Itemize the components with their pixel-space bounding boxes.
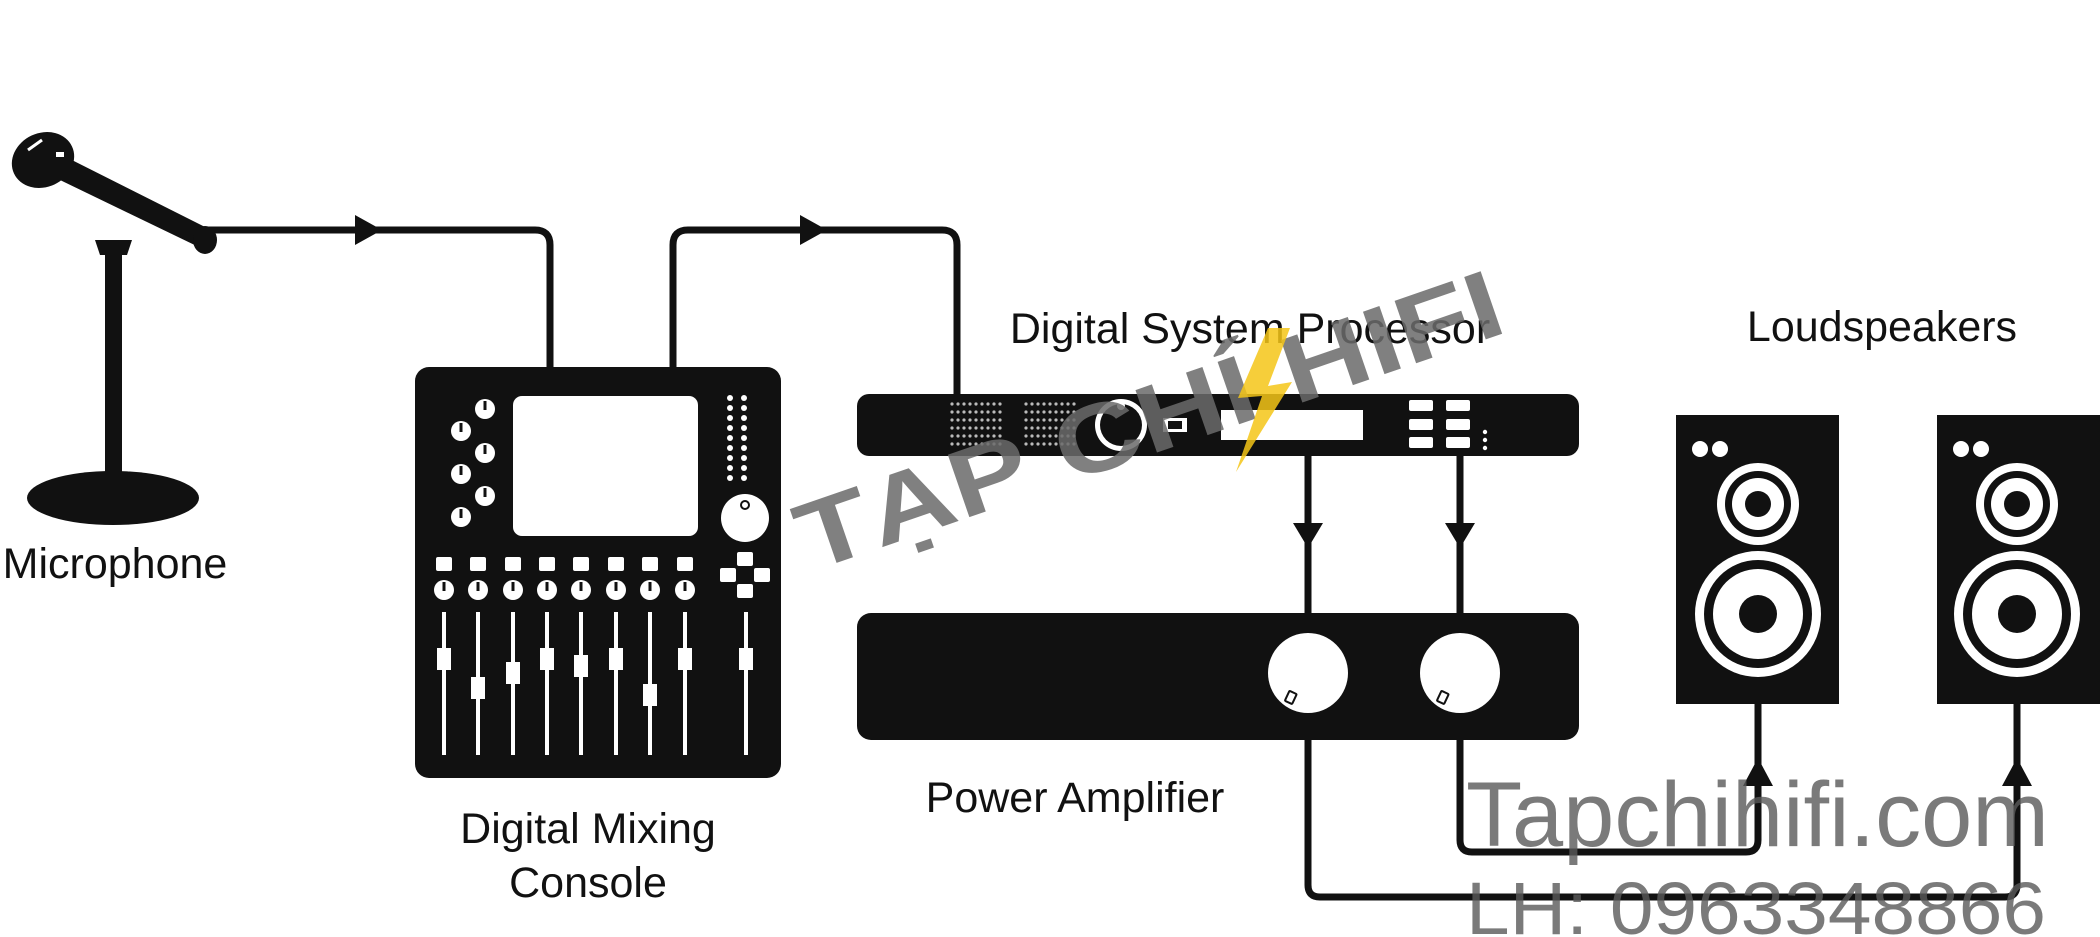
arrow-right-icon <box>355 215 382 245</box>
mixing-console-icon <box>415 367 781 778</box>
lightning-bolt-icon <box>1236 328 1292 472</box>
cable-amp-to-speaker-2 <box>1304 704 2021 901</box>
mixer-screen <box>513 396 698 536</box>
loudspeakers-label: Loudspeakers <box>1747 303 2017 351</box>
watermark-phone: LH: 0963348866 <box>1466 867 2046 937</box>
microphone-label: Microphone <box>3 540 228 588</box>
arrow-down-icon <box>1445 523 1475 548</box>
signal-arrows <box>355 215 2032 786</box>
watermark-site: Tapchihifi.com <box>1466 764 2049 866</box>
cable-mic-to-mixer <box>200 226 554 370</box>
loudspeaker-1-icon <box>1676 415 1839 704</box>
signal-cables <box>200 226 2021 901</box>
processor-display <box>1221 410 1363 440</box>
processor-label: Digital System Processor <box>1010 305 1490 353</box>
amplifier-label: Power Amplifier <box>926 774 1225 822</box>
arrow-right-icon <box>800 215 827 245</box>
cable-amp-to-speaker-1 <box>1456 704 1762 856</box>
arrow-up-icon <box>1743 758 1773 786</box>
loudspeaker-2-icon <box>1937 415 2100 704</box>
arrow-up-icon <box>2002 758 2032 786</box>
power-amplifier-icon <box>857 613 1579 740</box>
amp-volume-knob-1 <box>1268 633 1348 713</box>
mixer-label-line1: Digital Mixing <box>460 805 716 853</box>
processor-unit-icon <box>857 394 1579 456</box>
arrow-down-icon <box>1293 523 1323 548</box>
amp-volume-knob-2 <box>1420 633 1500 713</box>
mixer-label-line2: Console <box>509 859 667 907</box>
microphone-icon <box>11 132 217 525</box>
